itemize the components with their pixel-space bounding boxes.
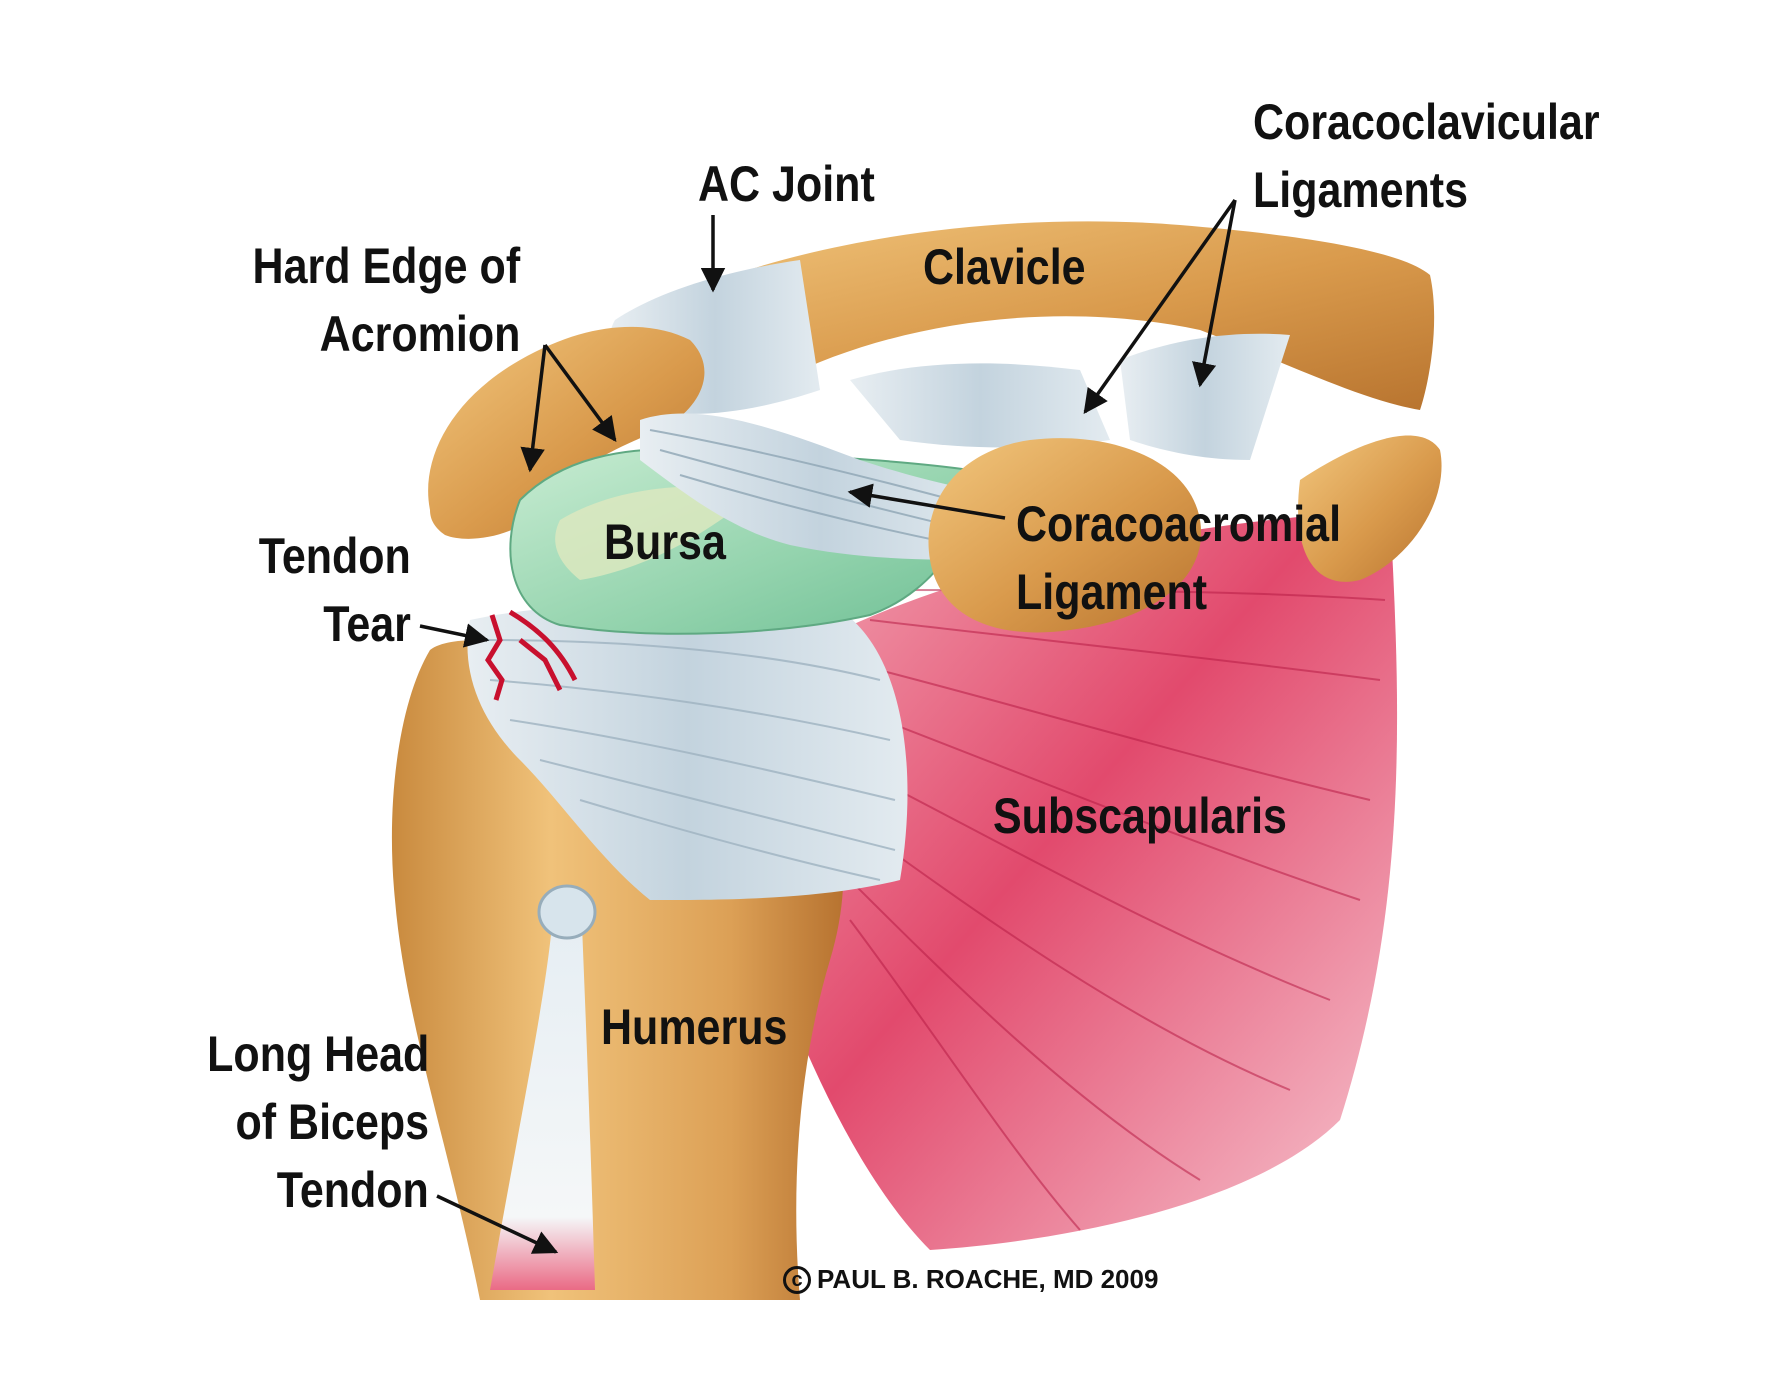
label-clavicle: Clavicle bbox=[923, 239, 1086, 295]
arrow-tendon-tear bbox=[419, 623, 490, 648]
label-subscapularis: Subscapularis bbox=[993, 788, 1287, 844]
arrow-coracoacromial bbox=[847, 483, 1006, 520]
label-biceps-line1: Long Head bbox=[206, 1026, 429, 1082]
tendon-tear bbox=[485, 609, 578, 701]
coracoclavicular-ligament-2 bbox=[1120, 333, 1290, 460]
coracoacromial-ligament bbox=[640, 413, 1000, 560]
arrow-coracoclavicular-2 bbox=[1192, 199, 1237, 388]
acromion-bone bbox=[428, 326, 705, 539]
scapula-bone bbox=[1298, 435, 1442, 582]
copyright-symbol: c bbox=[783, 1265, 811, 1294]
label-biceps-line2: of Biceps bbox=[235, 1094, 429, 1150]
label-humerus: Humerus bbox=[601, 999, 788, 1055]
label-coracoclavicular-line1: Coracoclavicular bbox=[1253, 94, 1600, 150]
arrow-acromion-1 bbox=[520, 344, 547, 473]
arrow-biceps bbox=[436, 1194, 559, 1254]
biceps-tendon bbox=[490, 925, 595, 1290]
copyright-text: PAUL B. ROACHE, MD 2009 bbox=[817, 1264, 1159, 1294]
label-biceps-line3: Tendon bbox=[276, 1162, 429, 1218]
copyright-notice: c PAUL B. ROACHE, MD 2009 bbox=[783, 1264, 1158, 1295]
label-coracoclavicular-line2: Ligaments bbox=[1253, 162, 1469, 218]
arrow-acromion-2 bbox=[543, 343, 617, 442]
coracoid-bone bbox=[928, 438, 1202, 633]
cuff-fibers bbox=[479, 639, 896, 881]
label-ac-joint: AC Joint bbox=[698, 156, 875, 212]
muscle-fibers bbox=[819, 589, 1386, 1231]
label-coracoacromial-line1: Coracoacromial bbox=[1016, 496, 1342, 552]
label-coracoacromial-line2: Ligament bbox=[1016, 564, 1208, 620]
coracoclavicular-ligament-1 bbox=[850, 363, 1110, 448]
label-hard-edge-line2: Acromion bbox=[319, 306, 520, 362]
subscapularis-muscle bbox=[760, 510, 1398, 1250]
label-hard-edge-line1: Hard Edge of bbox=[252, 238, 520, 294]
label-tendon-tear-line2: Tear bbox=[323, 596, 411, 652]
label-tendon-tear-line1: Tendon bbox=[258, 528, 411, 584]
bursa-inner bbox=[555, 486, 760, 580]
pointer-arrows bbox=[419, 198, 1237, 1254]
arrow-coracoclavicular-1 bbox=[1083, 198, 1237, 415]
biceps-tendon-head bbox=[537, 884, 597, 940]
label-bursa: Bursa bbox=[604, 514, 726, 570]
